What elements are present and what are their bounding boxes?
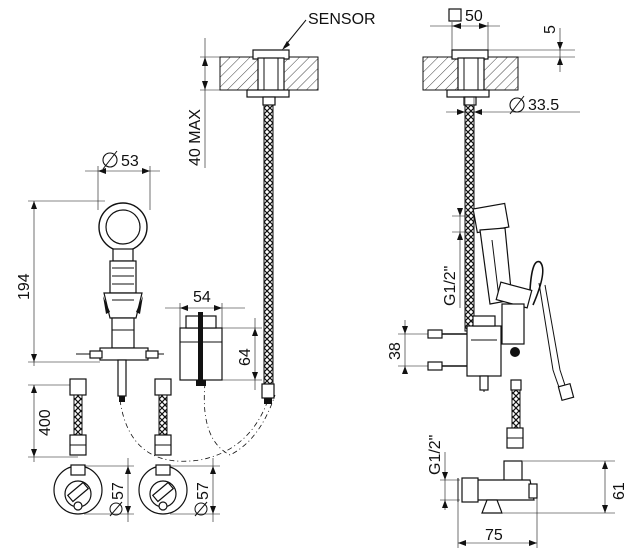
cable-plug [261,383,275,399]
flexible-hoses [69,378,172,456]
ceiling-sensor-front-view [219,49,319,404]
side-view-valve-assembly [427,202,575,449]
hose-fitting-right-top [154,378,172,396]
dim-54-label: 54 [193,289,211,306]
diameter-symbol [509,97,525,113]
dia-57-left-group: 57 [84,458,134,522]
dia-33-5-group: 33.5 [446,95,580,118]
dia-33-5-label: 33.5 [528,97,559,114]
dim-54-group: 54 [165,289,245,328]
stop-valve-left [53,464,103,515]
dim-40-max-group: 40 MAX [187,38,246,168]
mixer-body [111,317,135,349]
dim-64-group: 64 [222,318,262,390]
g-half-lower-label: G1/2" [427,435,444,475]
sensor-label: SENSOR [308,11,376,28]
dim-38-label: 38 [387,342,404,360]
sensor-label-group: SENSOR [282,11,376,50]
dia-57-left-label: 57 [110,482,127,500]
dim-75-group: 75 [457,498,538,548]
cable-routing-dashed [119,382,276,462]
sensor-nut [246,89,290,98]
square-50-label: 50 [465,8,483,25]
dia-53-label: 53 [121,153,139,170]
hose-left [73,394,83,436]
hose-fitting-left-top [69,378,87,396]
g-half-lower-group: G1/2" [427,435,460,510]
hose-right [158,394,168,436]
solenoid-valve [501,303,525,345]
dim-40-max-label: 40 MAX [187,109,204,166]
dim-400-label: 400 [37,409,54,436]
dim-194-label: 194 [16,273,33,300]
side-view-stop-valve [457,460,538,514]
dim-64-label: 64 [237,348,254,366]
g-half-upper-group: G1/2" [442,208,470,308]
g-half-upper-label: G1/2" [442,266,459,306]
hand-shower [76,202,164,402]
dim-400-group: 400 [28,384,78,462]
dia-57-right-group: 57 [170,458,220,522]
sensor-body [257,57,285,94]
dim-5-label: 5 [542,25,559,34]
dim-5-group: 5 [488,25,575,72]
dim-38-group: 38 [387,320,428,374]
dim-75-label: 75 [485,527,503,544]
square-symbol [448,8,462,22]
stop-valve-right [138,464,188,515]
dia-57-right-label: 57 [195,482,212,500]
diameter-symbol [102,152,118,168]
dim-square-50-group: 50 [430,8,500,50]
side-view-ceiling [422,49,519,332]
dim-61-group: 61 [503,460,628,514]
dim-61-label: 61 [611,482,628,500]
dia-53-group: 53 [85,150,160,210]
sensor-cable [263,104,274,386]
dim-194-group: 194 [16,200,105,366]
control-box-front [179,312,223,386]
control-box [466,325,502,377]
